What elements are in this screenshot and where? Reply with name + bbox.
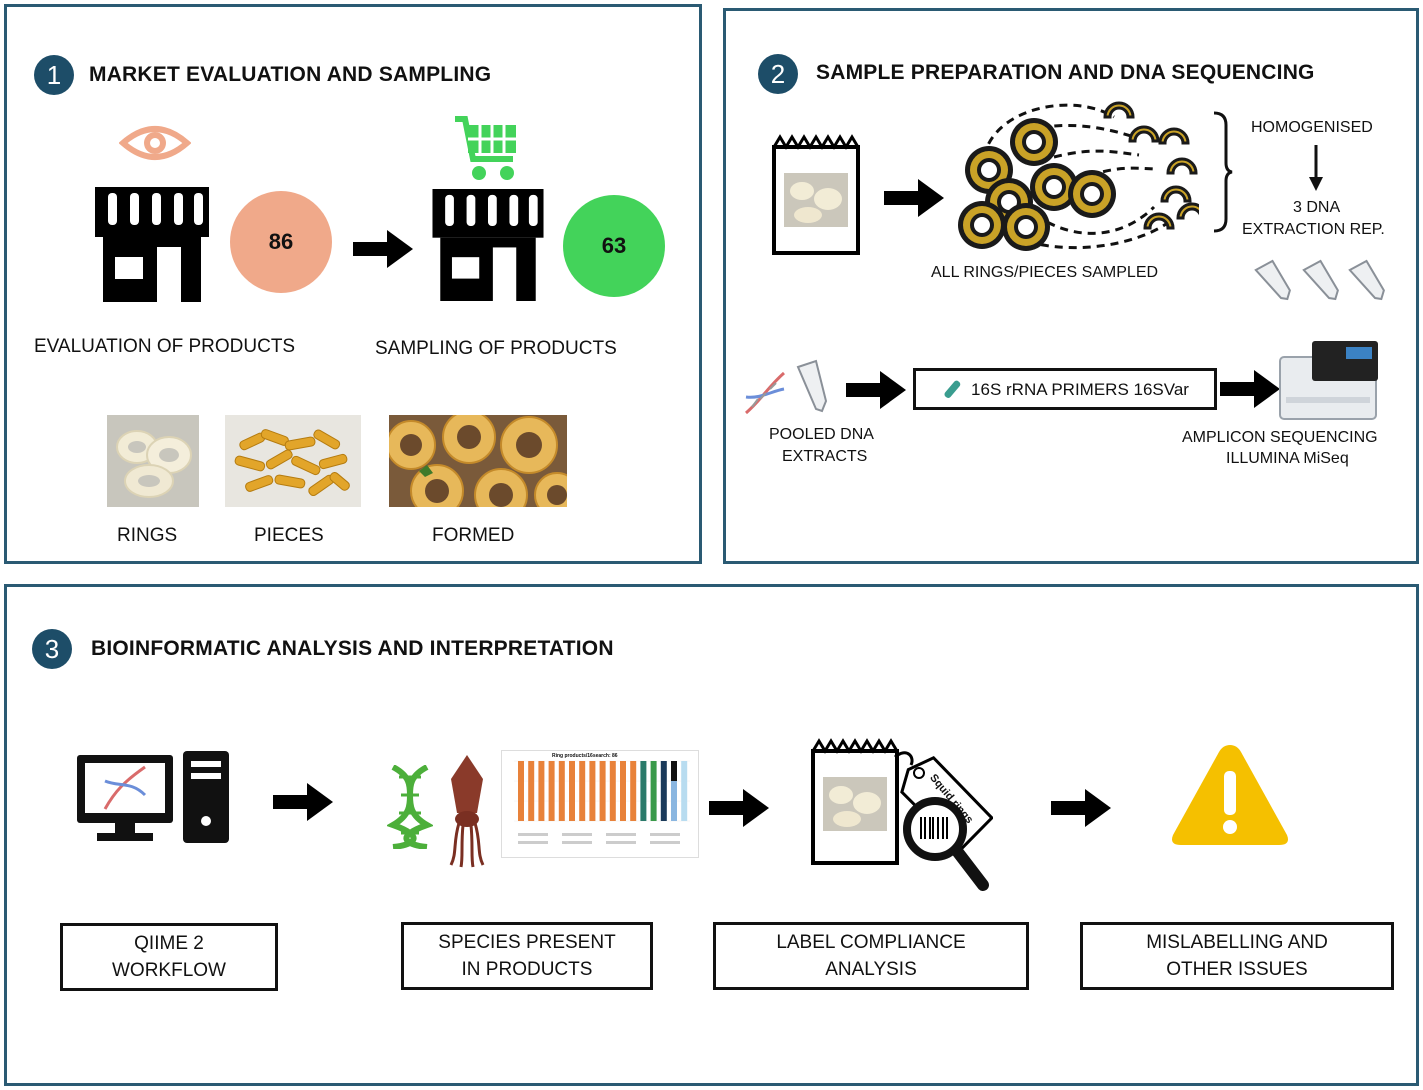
panel-sample-preparation: 2 SAMPLE PREPARATION AND DNA SEQUENCING … xyxy=(723,8,1419,564)
extraction-label-line2: EXTRACTION REP. xyxy=(1242,221,1385,238)
sampled-count: 63 xyxy=(601,233,627,258)
arrow-right-icon xyxy=(273,783,333,821)
evaluated-count-circle: 86 xyxy=(230,191,332,293)
squid-ring-icon xyxy=(958,101,1199,251)
step-box-label-compliance: LABEL COMPLIANCE ANALYSIS xyxy=(713,922,1029,990)
step-label-line2: ANALYSIS xyxy=(825,959,917,980)
homogenised-label: HOMOGENISED xyxy=(1251,119,1373,136)
rings-photo xyxy=(107,415,199,507)
extraction-label-line1: 3 DNA xyxy=(1293,199,1341,216)
mini-chart-bar xyxy=(640,761,647,821)
arrow-right-icon xyxy=(1220,370,1280,408)
product-type-label: RINGS xyxy=(117,525,178,546)
mini-chart-bar xyxy=(528,761,535,821)
arrow-right-icon xyxy=(884,179,944,217)
arrow-right-icon xyxy=(353,230,413,268)
mini-chart-bar xyxy=(630,761,637,821)
step-label-line1: MISLABELLING AND xyxy=(1146,932,1328,953)
mini-chart-legend-entry xyxy=(518,833,548,836)
step-number-badge: 3 xyxy=(32,629,72,669)
step-label-line1: QIIME 2 xyxy=(134,933,204,954)
food-bag-icon xyxy=(811,738,993,891)
mini-chart-legend-entry xyxy=(650,841,680,844)
step-number-badge: 2 xyxy=(758,54,798,94)
mini-chart-bar xyxy=(558,761,565,821)
storefront-icon xyxy=(95,187,209,302)
sequencing-label-line2: ILLUMINA MiSeq xyxy=(1226,450,1349,467)
panel-bioinformatic-analysis: 3 BIOINFORMATIC ANALYSIS AND INTERPRETAT… xyxy=(4,584,1419,1086)
storefront-icon xyxy=(432,189,544,301)
step-box-qiime: QIIME 2 WORKFLOW xyxy=(60,923,278,991)
panel-title: BIOINFORMATIC ANALYSIS AND INTERPRETATIO… xyxy=(91,637,614,660)
mini-chart-bar xyxy=(569,761,575,821)
pooled-label-line1: POOLED DNA xyxy=(769,426,874,443)
step-box-mislabelling: MISLABELLING AND OTHER ISSUES xyxy=(1080,922,1394,990)
computer-icon xyxy=(77,751,229,843)
food-bag-icon xyxy=(772,134,860,255)
formed-photo xyxy=(389,415,567,507)
mini-chart-bar xyxy=(660,761,667,821)
mini-chart-bar xyxy=(620,761,626,821)
mini-chart-bar xyxy=(681,761,688,821)
arrow-down-icon xyxy=(1309,145,1323,191)
product-type-label: PIECES xyxy=(254,525,324,546)
mini-chart-bar xyxy=(599,761,606,821)
pieces-photo xyxy=(225,415,361,507)
mini-chart-bar xyxy=(548,761,555,821)
mini-chart-bar xyxy=(650,761,657,821)
sampled-count-circle: 63 xyxy=(563,195,665,297)
panel-title: MARKET EVALUATION AND SAMPLING xyxy=(89,63,492,86)
all-sampled-label: ALL RINGS/PIECES SAMPLED xyxy=(931,264,1159,281)
step-label-line2: OTHER ISSUES xyxy=(1166,959,1308,980)
species-composition-chart: Ring products/16search: 86 xyxy=(501,750,699,858)
shopping-cart-icon xyxy=(455,116,516,180)
warning-icon xyxy=(1172,745,1288,845)
mini-chart-bar xyxy=(538,761,545,821)
mini-chart-title: Ring products/16search: 86 xyxy=(552,753,618,759)
sequencer-icon xyxy=(1279,341,1378,420)
bar-chart-icon xyxy=(514,760,690,844)
mini-chart-legend-entry xyxy=(562,833,592,836)
evaluated-count: 86 xyxy=(268,229,294,254)
dna-icon xyxy=(745,371,785,415)
step-number-badge: 1 xyxy=(34,55,74,95)
mini-chart-bar xyxy=(589,761,596,821)
arrow-right-icon xyxy=(709,789,769,827)
step-box-species: SPECIES PRESENT IN PRODUCTS xyxy=(401,922,653,990)
step-label-line2: WORKFLOW xyxy=(112,960,226,981)
primers-box: 16S rRNA PRIMERS 16SVar xyxy=(913,368,1217,410)
pooled-label-line2: EXTRACTS xyxy=(782,448,868,465)
sampling-label: SAMPLING OF PRODUCTS xyxy=(375,338,617,359)
arrow-right-icon xyxy=(846,371,906,409)
step-label-line1: LABEL COMPLIANCE xyxy=(776,932,966,953)
step-label-line2: IN PRODUCTS xyxy=(461,959,593,980)
mini-chart-bar xyxy=(609,761,616,821)
primers-label: 16S rRNA PRIMERS 16SVar xyxy=(971,379,1189,399)
eye-icon xyxy=(119,126,191,160)
panel-title: SAMPLE PREPARATION AND DNA SEQUENCING xyxy=(816,61,1315,84)
mini-chart-legend-entry xyxy=(606,833,636,836)
mini-chart-bar xyxy=(579,761,586,821)
bracket xyxy=(1213,111,1233,233)
tube-icon xyxy=(1254,259,1385,301)
dna-icon xyxy=(387,765,433,849)
tube-icon xyxy=(944,380,961,399)
mini-chart-legend-entry xyxy=(606,841,636,844)
mini-chart-legend-entry xyxy=(562,841,592,844)
mini-chart-bar xyxy=(671,761,677,821)
tube-icon xyxy=(796,359,828,413)
step-label-line1: SPECIES PRESENT xyxy=(438,932,616,953)
mini-chart-legend-entry xyxy=(518,841,548,844)
squid-icon xyxy=(449,755,485,868)
mini-chart-bar xyxy=(518,761,524,821)
mini-chart-legend-entry xyxy=(650,833,680,836)
arrow-right-icon xyxy=(1051,789,1111,827)
panel-market-evaluation: 1 MARKET EVALUATION AND SAMPLING 86 63 xyxy=(4,4,702,564)
product-type-label: FORMED xyxy=(432,525,515,546)
mini-chart-bar-segment xyxy=(671,761,677,781)
sequencing-label-line1: AMPLICON SEQUENCING xyxy=(1182,429,1378,446)
evaluation-label: EVALUATION OF PRODUCTS xyxy=(34,336,296,357)
